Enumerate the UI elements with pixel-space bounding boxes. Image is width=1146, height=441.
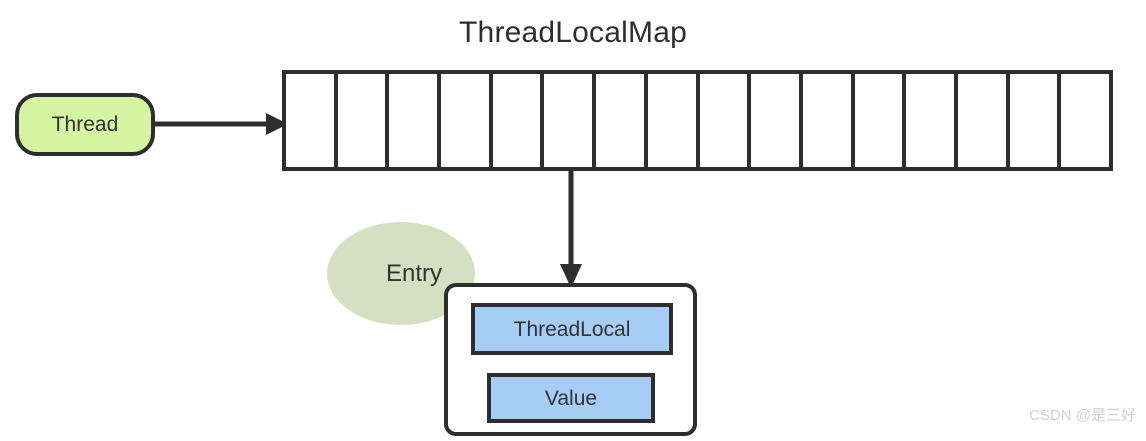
entry-field-threadlocal: ThreadLocal xyxy=(471,303,673,355)
page-title: ThreadLocalMap xyxy=(459,16,687,49)
array-cell[interactable] xyxy=(492,74,545,167)
array-cell[interactable] xyxy=(751,74,803,167)
array-cell[interactable] xyxy=(1009,74,1062,167)
thread-node-label: Thread xyxy=(51,113,119,136)
thread-to-map-arrow-icon xyxy=(155,113,288,135)
array-cell[interactable] xyxy=(957,74,1010,167)
array-cell[interactable] xyxy=(906,74,958,167)
array-cell[interactable] xyxy=(647,74,700,167)
array-cell[interactable] xyxy=(286,74,338,167)
watermark: CSDN @是三好 xyxy=(1029,407,1136,424)
array-cell[interactable] xyxy=(1061,74,1109,167)
thread-node: Thread xyxy=(15,93,155,156)
map-to-entry-arrow-icon xyxy=(560,168,582,288)
threadlocalmap-array xyxy=(282,70,1113,171)
entry-field-value: Value xyxy=(487,373,655,423)
array-cell[interactable] xyxy=(441,74,493,167)
entry-field-value-label: Value xyxy=(544,386,598,410)
array-cell[interactable] xyxy=(544,74,597,167)
array-cell[interactable] xyxy=(699,74,752,167)
array-cell[interactable] xyxy=(337,74,390,167)
array-cell[interactable] xyxy=(802,74,855,167)
array-cell[interactable] xyxy=(596,74,648,167)
entry-field-threadlocal-label: ThreadLocal xyxy=(513,317,631,341)
array-cell[interactable] xyxy=(854,74,907,167)
array-cell[interactable] xyxy=(389,74,442,167)
entry-ellipse-label: Entry xyxy=(385,259,442,287)
